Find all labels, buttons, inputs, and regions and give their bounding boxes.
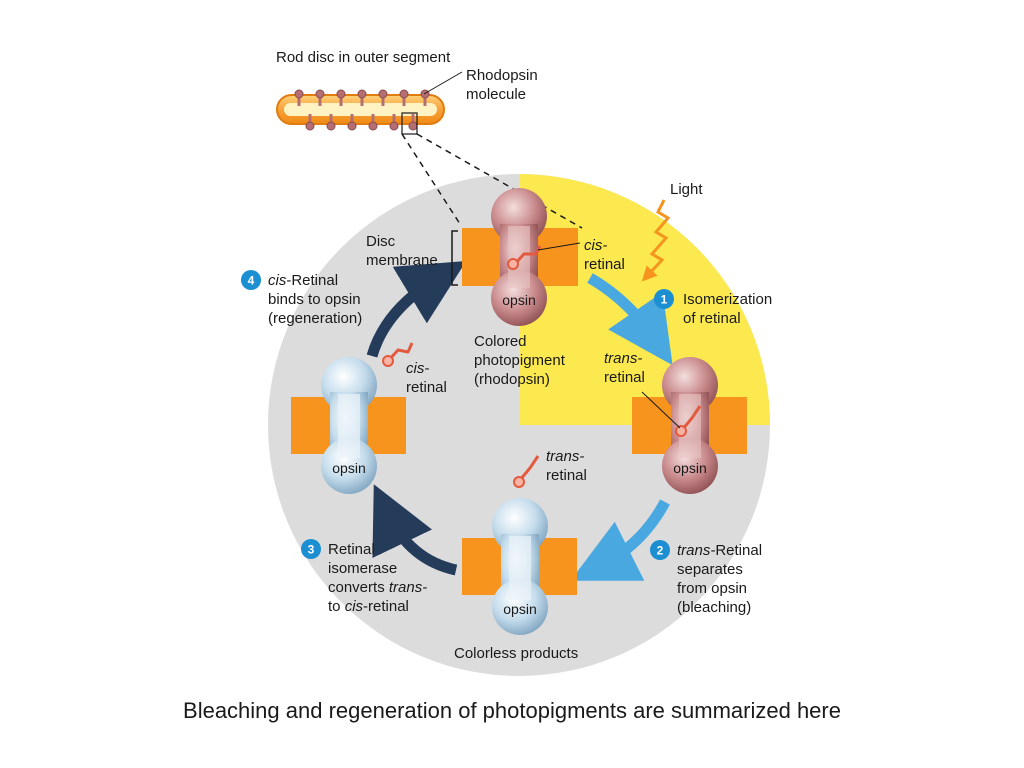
arrow-step2 (570, 499, 670, 581)
step-3-badge (301, 539, 321, 559)
cis-top-line2: retinal (584, 256, 625, 273)
rhodopsin-label-line1: Rhodopsin (466, 67, 538, 84)
step-4-number: 4 (248, 274, 255, 288)
opsin-label-right: opsin (673, 460, 706, 476)
step-3-line3: converts trans- (328, 579, 427, 596)
step-3-line1: Retinal (328, 541, 375, 558)
selection-box (401, 112, 418, 135)
zoom-line-left (401, 133, 461, 225)
membrane-bracket (451, 230, 458, 286)
trans-right-line1: trans- (604, 350, 642, 367)
step-2: 2 trans-Retinal separates from opsin (bl… (650, 540, 762, 616)
cis-retinal-free-icon (382, 342, 414, 367)
opsin-label-top: opsin (502, 292, 535, 308)
colored-line2: photopigment (474, 352, 566, 369)
rod-disc-label: Rod disc in outer segment (276, 49, 451, 66)
opsin-label-bottom: opsin (503, 601, 536, 617)
rhodopsin-label-line2: molecule (466, 86, 526, 103)
rhodopsin-leader-line (423, 71, 463, 95)
step-3-line2: isomerase (328, 560, 397, 577)
arrow-step1 (587, 273, 673, 366)
light-ray-icon (641, 199, 671, 282)
step-2-line3: from opsin (677, 580, 747, 597)
colorless-label: Colorless products (454, 645, 578, 662)
rod-disc (276, 71, 463, 135)
step-4: 4 cis-Retinal binds to opsin (regenerati… (241, 270, 362, 327)
cis-left-line2: retinal (406, 379, 447, 396)
step-4-line1: cis-Retinal (268, 272, 338, 289)
cis-left-line1: cis- (406, 360, 429, 377)
rhodopsin-dots (294, 89, 430, 131)
step-1-line1: Isomerization (683, 291, 772, 308)
step-3-number: 3 (308, 543, 315, 557)
trans-retinal-right-icon (675, 405, 702, 437)
cis-top-line1: cis- (584, 237, 607, 254)
opsin-molecule-bottom: opsin (462, 498, 577, 635)
rhodopsin-molecule-top: opsin (462, 188, 581, 326)
zoom-line-right (416, 133, 583, 229)
step-4-line2: binds to opsin (268, 291, 361, 308)
step-2-line1: trans-Retinal (677, 542, 762, 559)
step-1-line2: of retinal (683, 310, 741, 327)
trans-right-line2: retinal (604, 369, 645, 386)
step-1: 1 Isomerization of retinal (654, 289, 772, 327)
trans-bottom-line1: trans- (546, 448, 584, 465)
trans-bottom-line2: retinal (546, 467, 587, 484)
rhodopsin-molecule-right: opsin (632, 357, 747, 494)
opsin-molecule-left: opsin (291, 357, 406, 494)
step-4-badge (241, 270, 261, 290)
step-2-badge (650, 540, 670, 560)
step-3: 3 Retinal isomerase converts trans- to c… (301, 539, 427, 615)
step-1-number: 1 (661, 293, 668, 307)
colored-line1: Colored (474, 333, 527, 350)
slide-caption: Bleaching and regeneration of photopigme… (183, 698, 841, 723)
arrow-step4 (366, 260, 467, 358)
trans-retinal-free-icon (513, 455, 540, 488)
step-2-line4: (bleaching) (677, 599, 751, 616)
step-4-line3: (regeneration) (268, 310, 362, 327)
disc-label-line2: membrane (366, 252, 438, 269)
disc-label-line1: Disc (366, 233, 396, 250)
light-label: Light (670, 181, 703, 198)
step-2-number: 2 (657, 544, 664, 558)
step-1-badge (654, 289, 674, 309)
colored-line3: (rhodopsin) (474, 371, 550, 388)
opsin-label-left: opsin (332, 460, 365, 476)
step-3-line4: to cis-retinal (328, 598, 409, 615)
arrow-step3 (372, 484, 458, 576)
step-2-line2: separates (677, 561, 743, 578)
